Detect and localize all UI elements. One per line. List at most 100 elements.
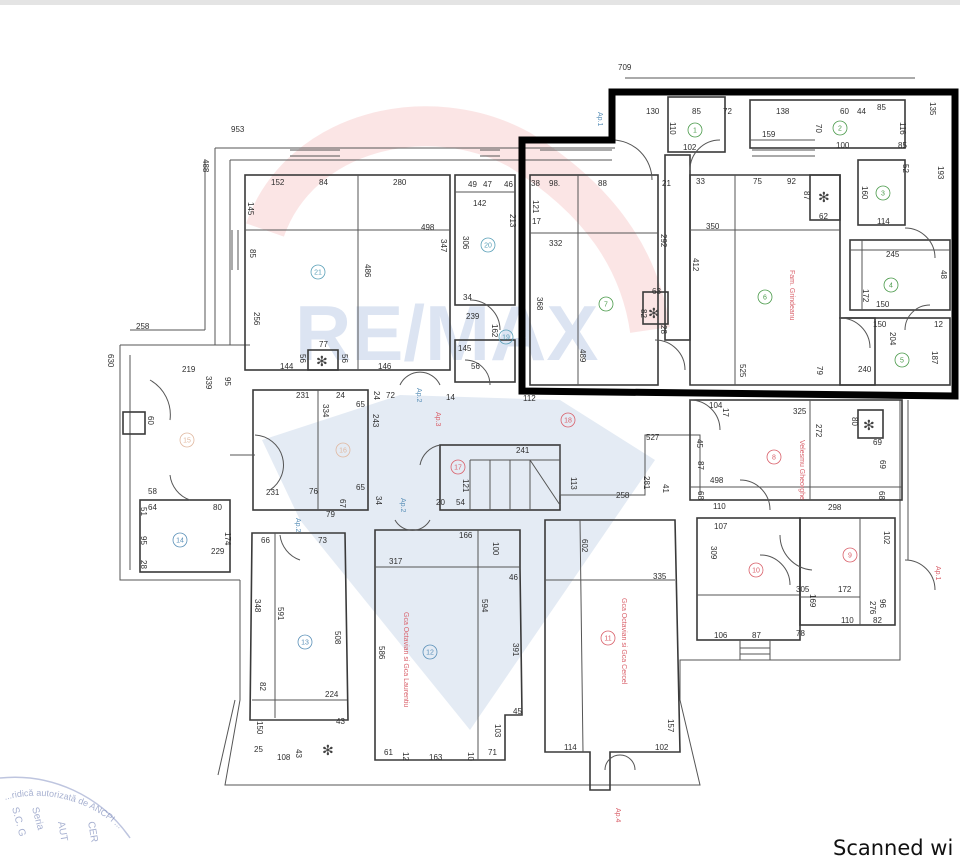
dimension-label: 43 xyxy=(336,717,345,726)
room-20 xyxy=(454,174,516,306)
dimension-label: 160 xyxy=(860,186,869,200)
dimension-label: 17 xyxy=(532,217,541,226)
stamp-line: CER xyxy=(85,821,100,844)
fireplace-icon: ✻ xyxy=(322,742,334,758)
dimension-label: 193 xyxy=(936,166,945,180)
top-border xyxy=(0,0,960,5)
dimension-label: 77 xyxy=(319,340,328,349)
dimension-label: 79 xyxy=(815,366,824,375)
dimension-label: 339 xyxy=(204,376,213,390)
dimension-label: 224 xyxy=(325,690,339,699)
room-number-circle xyxy=(687,122,703,138)
dimension-label: 350 xyxy=(706,222,720,231)
dimension-label: 306 xyxy=(461,236,470,250)
room-6 xyxy=(689,174,876,386)
dimension-label: 213 xyxy=(508,214,517,228)
dimension-label: 45 xyxy=(513,707,522,716)
dimension-label: 110 xyxy=(713,502,726,511)
dimension-label: 60 xyxy=(146,416,155,425)
dimension-label: 17 xyxy=(721,408,730,417)
dimension-label: 305 xyxy=(796,585,810,594)
stamp-line: S.C. G xyxy=(9,806,27,838)
dimension-label: 231 xyxy=(296,391,310,400)
dimension-label: 258 xyxy=(136,322,150,331)
dimension-label: 34 xyxy=(463,293,472,302)
dimension-label: 116 xyxy=(898,122,907,135)
dimension-label: 162 xyxy=(490,324,499,338)
dimension-label: 169 xyxy=(808,594,817,608)
dimension-label: 953 xyxy=(231,125,245,134)
dimension-label: 347 xyxy=(439,239,448,253)
dimension-label: 49 xyxy=(468,180,477,189)
dimension-label: 95 xyxy=(139,536,148,545)
dimension-label: 98. xyxy=(549,179,560,188)
dimension-label: 100 xyxy=(491,542,500,556)
room-number: 9 xyxy=(848,553,852,560)
dimension-label: 92 xyxy=(787,177,796,186)
room-number: 7 xyxy=(604,302,608,309)
dimension-label: 12 xyxy=(401,752,410,761)
dimension-label: 33 xyxy=(696,177,705,186)
dimension-label: 85 xyxy=(248,249,257,258)
dimension-label: 20 xyxy=(436,498,445,507)
room-11 xyxy=(544,519,681,791)
room-number-circle xyxy=(335,442,351,458)
dimension-label: 110 xyxy=(841,616,854,625)
dimension-label: 70 xyxy=(814,124,823,133)
fireplace-icon: ✻ xyxy=(863,417,875,433)
dimension-label: 150 xyxy=(255,721,264,735)
dimension-label: 591 xyxy=(276,607,285,621)
dimension-label: 107 xyxy=(714,522,728,531)
dimension-label: 14 xyxy=(446,393,455,402)
dimension-label: 45 xyxy=(695,439,704,448)
room-number-circle xyxy=(422,644,438,660)
dimension-label: 229 xyxy=(211,547,225,556)
owner-name: Velesmu Gheorghe xyxy=(798,440,805,500)
dimension-label: 488 xyxy=(201,159,210,173)
dimension-label: 258 xyxy=(616,491,630,500)
dimension-label: 292 xyxy=(659,234,668,248)
dimension-label: 46 xyxy=(504,180,513,189)
dimension-label: 67 xyxy=(338,499,347,508)
room-12 xyxy=(374,529,523,761)
dimension-label: 112 xyxy=(523,394,536,403)
dimension-label: 28 xyxy=(659,325,668,334)
dimension-label: 43 xyxy=(294,749,303,758)
room-number: 10 xyxy=(752,568,760,575)
dimension-label: 204 xyxy=(888,332,897,346)
dimension-label: 525 xyxy=(738,364,747,378)
dimension-label: 87 xyxy=(752,631,761,640)
room-number: 13 xyxy=(301,640,309,647)
dimension-label: 62 xyxy=(819,212,828,221)
dimension-label: 21 xyxy=(662,179,671,188)
dimension-label: 586 xyxy=(377,646,386,660)
dimension-label: 102 xyxy=(655,743,669,752)
dimension-label: 272 xyxy=(814,424,823,438)
apartment-entrance-label: Ap.3 xyxy=(434,412,441,427)
room-number-circle xyxy=(894,352,910,368)
svg-text:RE/MAX: RE/MAX xyxy=(295,289,598,377)
dimension-label: 166 xyxy=(459,531,473,540)
dimension-label: 108 xyxy=(277,753,291,762)
fixtures: ✻ ✻ ✻ ✻ ✻ xyxy=(316,189,875,758)
room-number-circle xyxy=(875,185,891,201)
room-number: 17 xyxy=(454,465,462,472)
dimension-label: 85 xyxy=(898,141,907,150)
room-number-circle xyxy=(748,562,764,578)
dimension-label: 100 xyxy=(836,141,850,150)
dimension-label: 24 xyxy=(336,391,345,400)
room-number: 4 xyxy=(889,283,893,290)
room-21 xyxy=(244,174,451,371)
apartment-entrance-label: Ap.2 xyxy=(415,388,422,403)
dimension-label: 80 xyxy=(850,417,859,426)
dimension-label: 508 xyxy=(333,631,342,645)
apartment-entrance-label: Ap.4 xyxy=(614,808,621,823)
dimension-label: 85 xyxy=(692,107,701,116)
dimension-label: 44 xyxy=(857,107,866,116)
dimension-label: 113 xyxy=(569,477,578,490)
scanner-watermark-text: Scanned wi xyxy=(833,836,954,860)
dimension-label: 87 xyxy=(696,461,705,470)
dimension-label: 486 xyxy=(363,264,372,278)
dimension-label: 150 xyxy=(876,300,890,309)
dimension-label: 498 xyxy=(710,476,724,485)
